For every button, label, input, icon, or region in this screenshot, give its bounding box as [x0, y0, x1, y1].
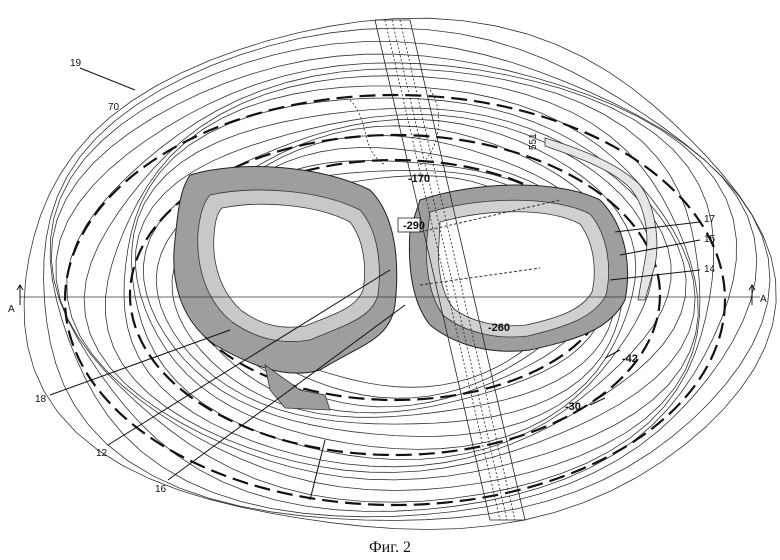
contour-ring — [49, 41, 758, 518]
label-elev-minus-290: -290 — [403, 220, 425, 232]
section-mark-left: A — [8, 304, 15, 315]
label-elev-minus-42: -42 — [622, 353, 638, 365]
upper-switchbacks — [349, 89, 440, 166]
corridor-edge-left — [384, 19, 501, 521]
leader-19 — [79, 67, 136, 91]
contour-ring — [23, 17, 777, 530]
central-haul-corridor — [349, 19, 561, 521]
leader-12 — [107, 269, 391, 446]
drift-line-upper — [419, 199, 561, 233]
reference-leaders — [49, 67, 701, 501]
contour-ring — [131, 107, 672, 460]
label-551: 551 — [528, 133, 539, 150]
contour-ring — [123, 97, 687, 468]
corridor-centerline — [391, 19, 508, 521]
label-elev-minus-170: -170 — [408, 173, 430, 185]
label-elev-minus-30: -30 — [565, 401, 581, 413]
label-14: 14 — [704, 264, 716, 275]
contour-ring — [83, 75, 699, 481]
right-pit-floor — [438, 211, 595, 327]
label-16: 16 — [155, 484, 167, 495]
leader-14 — [609, 269, 701, 281]
leader-15 — [619, 239, 701, 256]
label-17: 17 — [704, 214, 716, 225]
contour-ring — [66, 68, 701, 491]
elevation-box-290 — [397, 217, 421, 233]
dashed-bench-middle — [128, 133, 662, 457]
left-pit-lower-ramp — [264, 364, 331, 411]
contour-ring — [134, 113, 654, 450]
drift-line-lower — [419, 267, 541, 286]
section-mark-right: A — [760, 294, 767, 305]
contour-ring — [55, 62, 714, 503]
left-pit-bottom — [173, 166, 398, 411]
reference-labels: 19 70 -170 -290 -260 -42 -30 17 15 14 18… — [35, 58, 716, 495]
contour-ring — [104, 85, 696, 473]
contour-ring — [171, 134, 617, 418]
contour-ring — [142, 118, 637, 437]
label-15: 15 — [704, 234, 716, 245]
left-pit-floor — [213, 203, 365, 328]
label-12: 12 — [96, 448, 108, 459]
corridor-outline — [374, 19, 526, 521]
hatched-band — [544, 137, 658, 301]
label-18: 18 — [35, 394, 47, 405]
section-arrow-right-icon — [748, 284, 756, 305]
contour-ring — [43, 27, 771, 521]
leader-16 — [167, 304, 406, 481]
leader-30 — [589, 397, 606, 406]
corridor-edge-right — [399, 19, 516, 521]
dashed-bench-outer — [63, 93, 727, 507]
section-arrow-left-icon — [16, 284, 24, 305]
figure-caption: Фиг. 2 — [369, 539, 411, 556]
right-slope-hatched-zone — [544, 137, 658, 301]
leader-18 — [49, 329, 231, 396]
label-elev-minus-260: -260 — [488, 322, 510, 334]
leader-42 — [604, 349, 621, 359]
leader-bottom — [309, 439, 326, 501]
section-line-a-a: A A — [8, 284, 767, 315]
label-19: 19 — [70, 58, 82, 69]
leader-17 — [614, 221, 701, 233]
label-70: 70 — [108, 102, 120, 113]
contour-ring — [50, 53, 737, 512]
